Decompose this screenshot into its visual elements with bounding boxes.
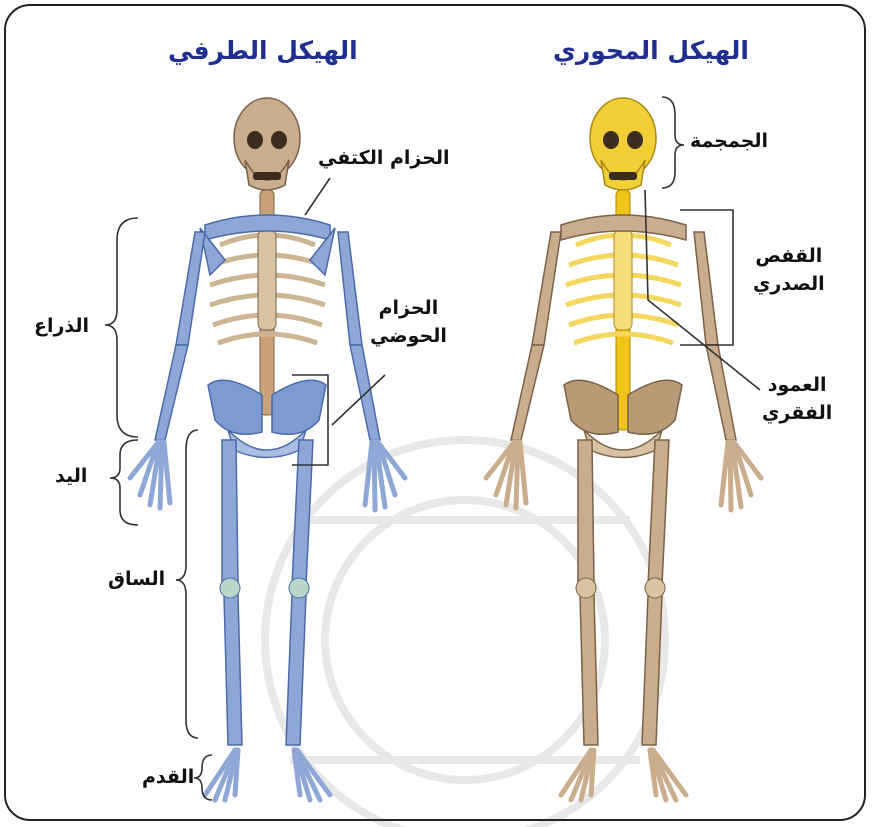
hand-bracket bbox=[110, 440, 138, 525]
title-axial-skeleton: الهيكل المحوري bbox=[553, 36, 749, 65]
title-appendicular-skeleton: الهيكل الطرفي bbox=[168, 36, 358, 65]
label-shoulder-girdle: الحزام الكتفي bbox=[318, 145, 450, 173]
foot-bracket bbox=[194, 755, 212, 800]
watermark-seal bbox=[265, 440, 665, 827]
label-foot: القدم bbox=[142, 764, 194, 792]
label-hand: اليد bbox=[55, 463, 87, 491]
skull-bracket bbox=[662, 97, 684, 188]
label-pelvic-girdle-line1: الحزام bbox=[370, 295, 447, 323]
label-spine-line1: العمود bbox=[762, 372, 832, 400]
label-pelvic-girdle: الحزام الحوضي bbox=[370, 295, 447, 350]
leg-bracket bbox=[176, 430, 198, 738]
label-spine: العمود الفقري bbox=[762, 372, 832, 427]
arm-bracket bbox=[105, 218, 138, 437]
label-spine-line2: الفقري bbox=[762, 400, 832, 428]
label-pelvic-girdle-line2: الحوضي bbox=[370, 323, 447, 351]
label-arm: الذراع bbox=[34, 313, 89, 341]
label-rib-cage: القفص الصدري bbox=[753, 243, 825, 298]
label-rib-cage-line2: الصدري bbox=[753, 271, 825, 299]
label-skull: الجمجمة bbox=[690, 128, 768, 156]
label-leg: الساق bbox=[108, 566, 165, 594]
label-rib-cage-line1: القفص bbox=[753, 243, 825, 271]
appendicular-skeleton bbox=[130, 98, 405, 800]
shoulder-girdle-leader bbox=[305, 178, 330, 215]
